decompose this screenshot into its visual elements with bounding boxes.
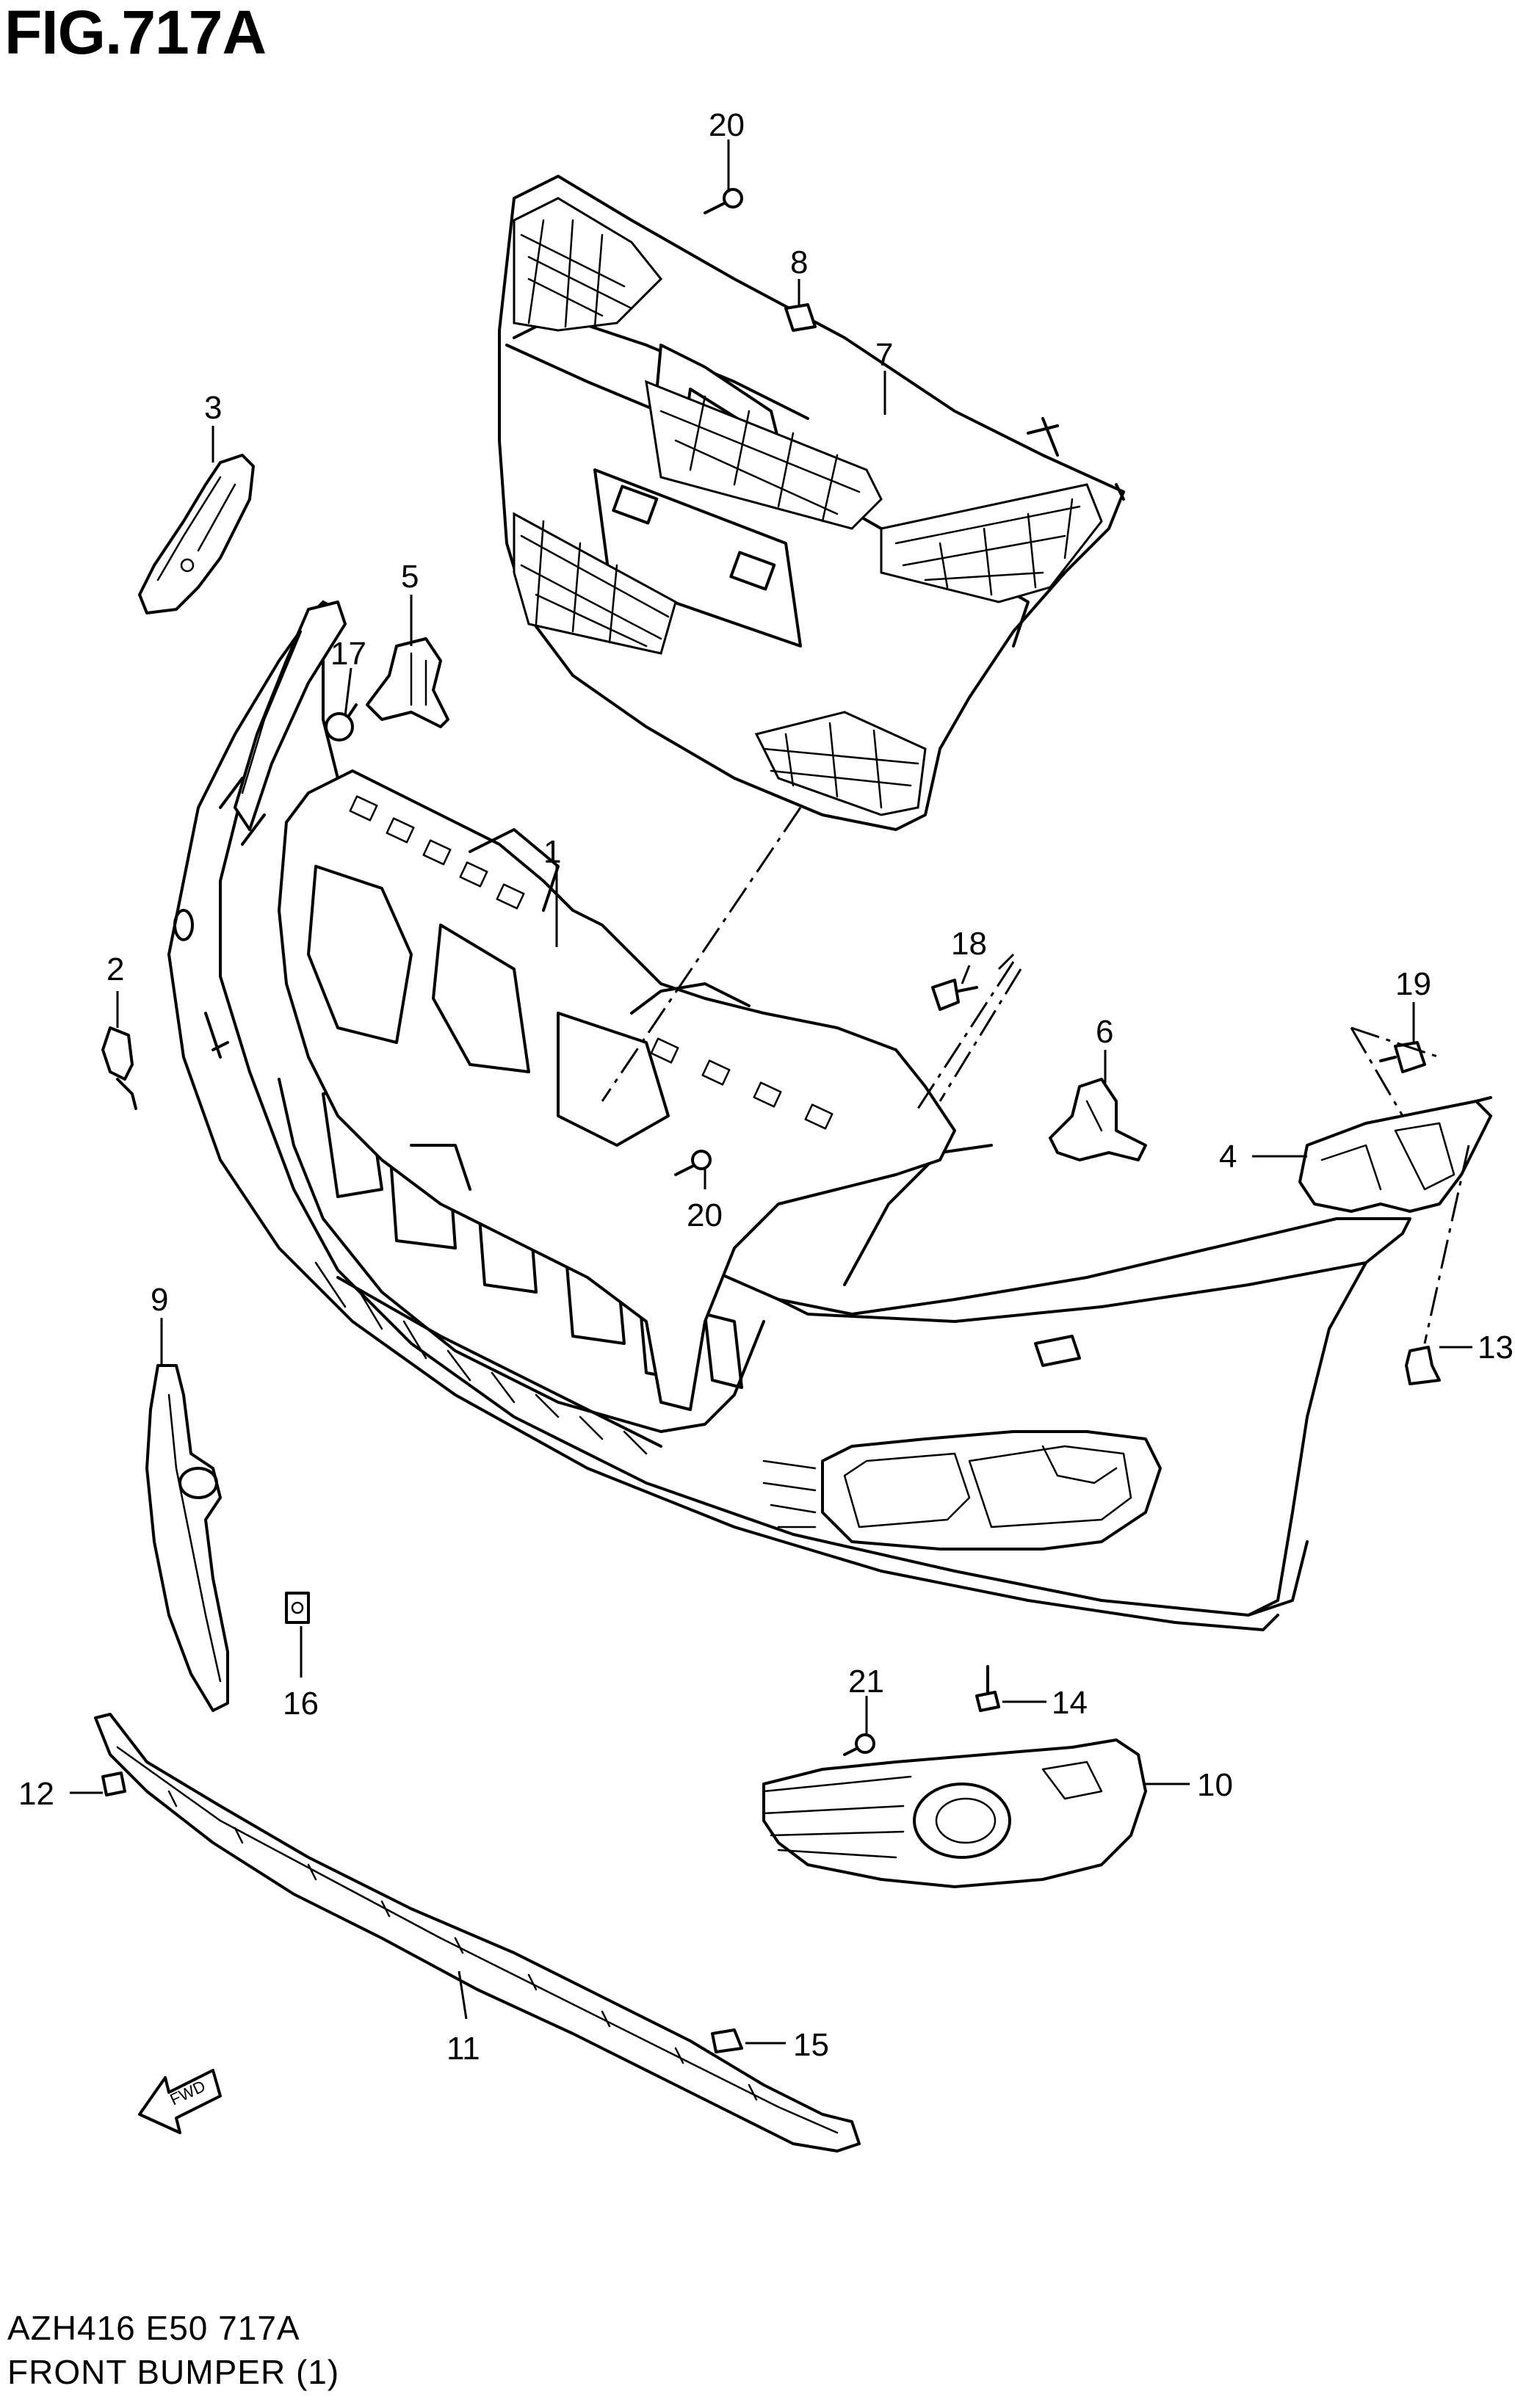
forward-direction-arrow: FWD <box>138 2069 222 2134</box>
bumper-upper-stay-part-1 <box>278 769 956 1411</box>
leader-lines <box>70 139 1472 2045</box>
bracket-part-6 <box>1049 1078 1147 1161</box>
callout-8: 8 <box>790 244 808 280</box>
callout-21: 21 <box>848 1664 884 1700</box>
callout-19: 19 <box>1395 966 1431 1002</box>
lower-spoiler-part-11 <box>94 1713 861 2153</box>
figure-code: AZH416 E50 717A <box>7 2309 300 2347</box>
callout-7: 7 <box>875 337 893 373</box>
callout-2: 2 <box>106 951 124 987</box>
bolt-part-19 <box>1379 1041 1426 1073</box>
bolt-part-18 <box>931 979 978 1011</box>
fog-lamp-cover-part-10 <box>762 1738 1147 1888</box>
callout-20-upper: 20 <box>709 107 745 143</box>
callout-15: 15 <box>793 2027 829 2063</box>
under-bracket-part-9 <box>145 1364 229 1712</box>
front-grille-part-7 <box>498 175 1125 831</box>
callout-13: 13 <box>1478 1330 1514 1366</box>
retainer-part-5 <box>366 637 449 728</box>
callout-1: 1 <box>543 834 561 870</box>
clip-part-15 <box>711 2028 743 2053</box>
assembly-center-lines <box>601 807 1470 1344</box>
callout-9: 9 <box>151 1282 168 1318</box>
callout-12: 12 <box>18 1776 54 1812</box>
screw-part-21 <box>843 1733 875 1756</box>
screw-part-14 <box>975 1665 1000 1712</box>
bracket-part-2 <box>101 1026 137 1110</box>
clip-part-12 <box>101 1771 126 1796</box>
callout-10: 10 <box>1197 1767 1233 1803</box>
callout-16: 16 <box>283 1686 319 1722</box>
bumper-left-rail <box>234 601 347 831</box>
clip-part-8 <box>784 303 817 332</box>
clip-part-17 <box>325 703 358 741</box>
callout-3: 3 <box>204 390 222 426</box>
nut-part-16 <box>285 1592 310 1624</box>
callout-20-lower: 20 <box>687 1197 723 1233</box>
callout-17: 17 <box>330 636 366 672</box>
side-bracket-part-3 <box>138 454 255 614</box>
callout-11: 11 <box>446 2031 480 2067</box>
screw-part-20-upper <box>704 188 743 214</box>
callout-14: 14 <box>1052 1685 1088 1721</box>
screw-part-20-lower <box>674 1150 712 1176</box>
side-bracket-part-4 <box>1298 1096 1492 1213</box>
callout-numbers: 1 2 3 4 5 6 7 8 9 10 11 12 13 14 15 16 1… <box>18 107 1514 2067</box>
callout-6: 6 <box>1096 1014 1113 1050</box>
callout-5: 5 <box>401 559 419 595</box>
callout-18: 18 <box>951 926 987 962</box>
figure-name: FRONT BUMPER (1) <box>7 2353 340 2391</box>
callout-4: 4 <box>1219 1139 1237 1175</box>
figure-title: FIG.717A <box>4 0 267 67</box>
clip-part-13 <box>1405 1346 1441 1385</box>
